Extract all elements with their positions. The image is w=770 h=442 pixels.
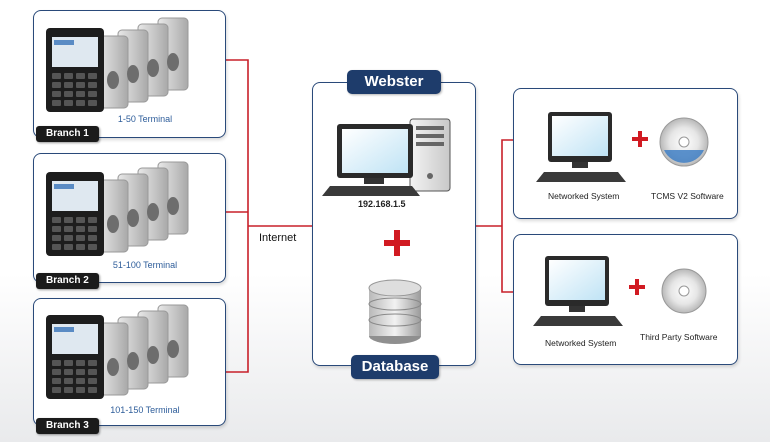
client-1-software-label: TCMS V2 Software <box>651 191 724 201</box>
webster-header: Webster <box>347 70 441 94</box>
client-1-system-label: Networked System <box>548 191 620 201</box>
client-2-system-label: Networked System <box>545 338 617 348</box>
internet-label: Internet <box>259 232 297 244</box>
branch-3-terminal-label: 101-150 Terminal <box>110 405 180 415</box>
branch-1-terminal-label: 1-50 Terminal <box>117 114 173 124</box>
client-2-software-label: Third Party Software <box>640 332 718 342</box>
database-header: Database <box>351 355 439 379</box>
branch-2-tag: Branch 2 <box>36 273 99 289</box>
branch-3-tag: Branch 3 <box>36 418 99 434</box>
server-ip-label: 192.168.1.5 <box>358 199 406 209</box>
branch-1-tag: Branch 1 <box>36 126 99 142</box>
branch-2-terminal-label: 51-100 Terminal <box>112 260 178 270</box>
